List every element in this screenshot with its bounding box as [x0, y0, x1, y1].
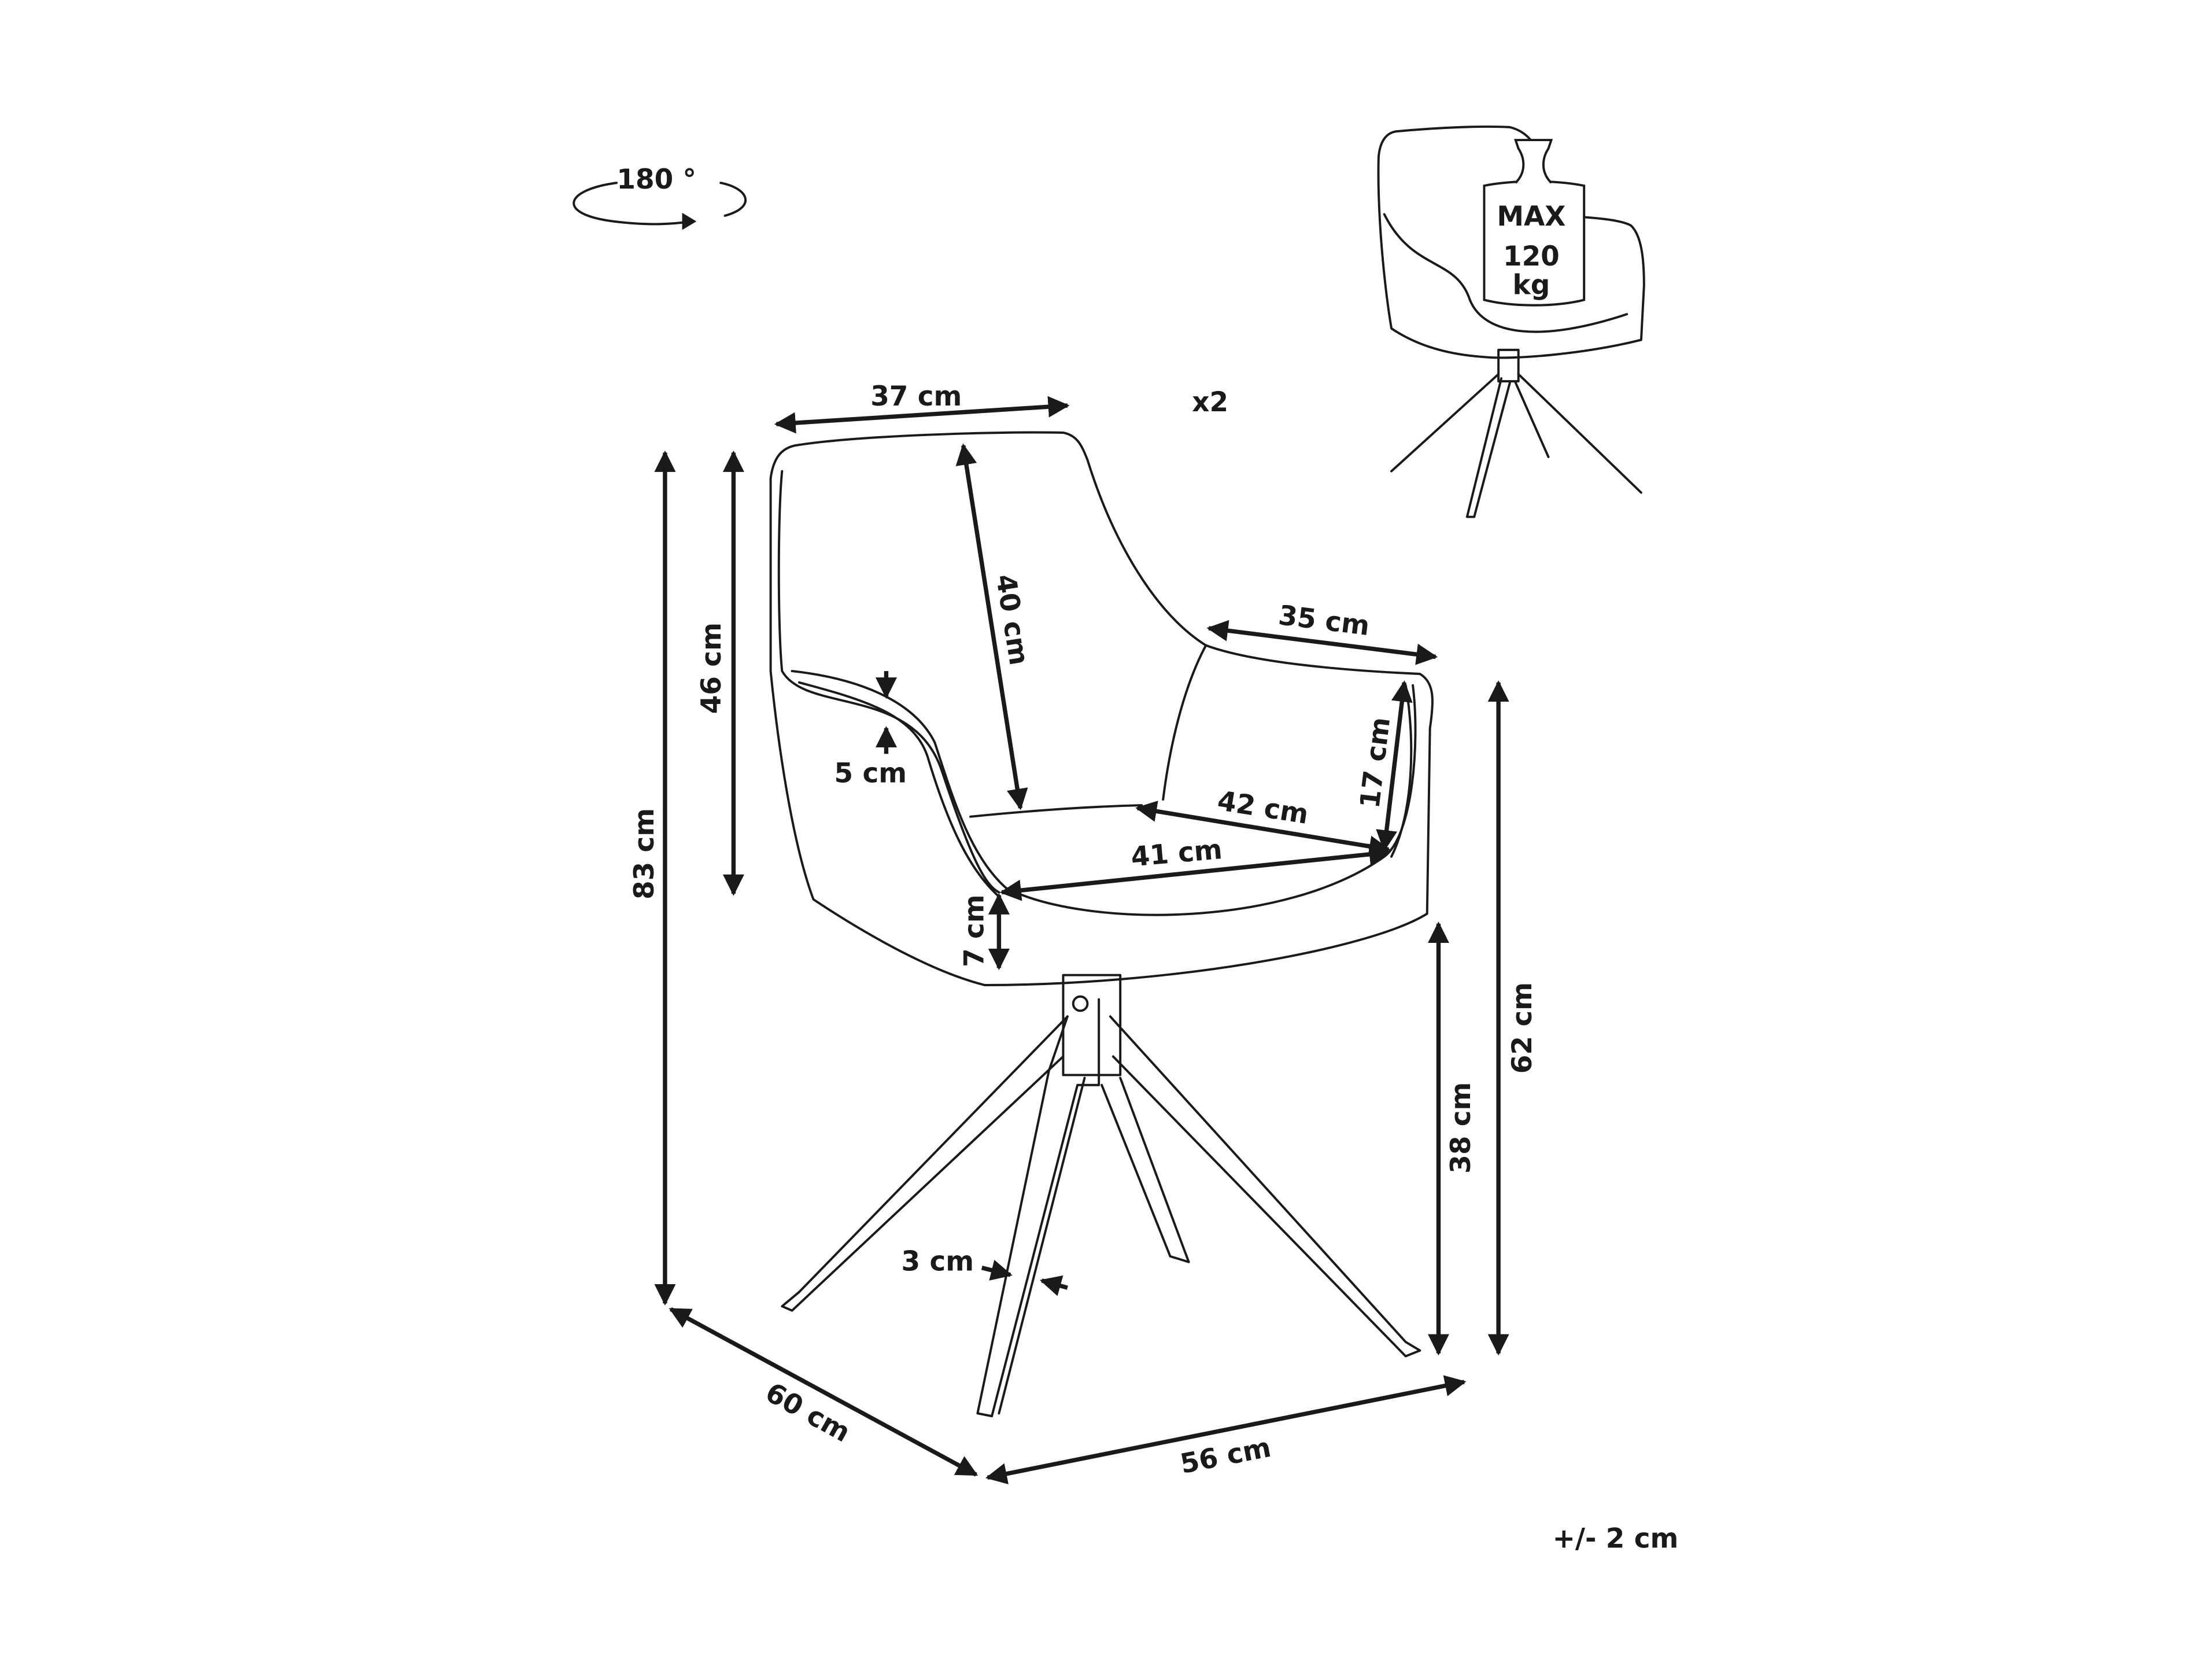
dim-total-height: 83 cm [629, 808, 660, 899]
dim-seat-height: 38 cm [1445, 1082, 1477, 1174]
dimension-lines [654, 396, 1509, 1484]
quantity-label: x2 [1192, 386, 1228, 418]
max-load-value: 120 [1503, 241, 1560, 272]
dim-seat-thickness: 7 cm [958, 894, 990, 967]
chair-drawing [769, 431, 1434, 1418]
dim-back-width: 37 cm [870, 381, 962, 412]
dim-armrest-thickness: 5 cm [834, 758, 907, 790]
max-load-chair-drawing [1377, 125, 1645, 518]
dim-depth: 60 cm [760, 1377, 855, 1449]
dim-seat-depth: 41 cm [1129, 834, 1223, 873]
max-load-unit: kg [1513, 270, 1550, 301]
tolerance-note: +/- 2 cm [1553, 1522, 1679, 1554]
dim-leg-width: 3 cm [902, 1246, 974, 1278]
dim-arm-height: 62 cm [1506, 982, 1538, 1074]
weight-icon [1483, 139, 1586, 307]
rotation-label: 180 ° [616, 164, 696, 196]
rotate-icon [573, 182, 747, 230]
dim-armrest-length: 35 cm [1277, 599, 1372, 642]
max-load-label: MAX [1497, 201, 1565, 233]
dim-back-height: 46 cm [696, 622, 728, 714]
dim-width: 56 cm [1177, 1432, 1273, 1480]
